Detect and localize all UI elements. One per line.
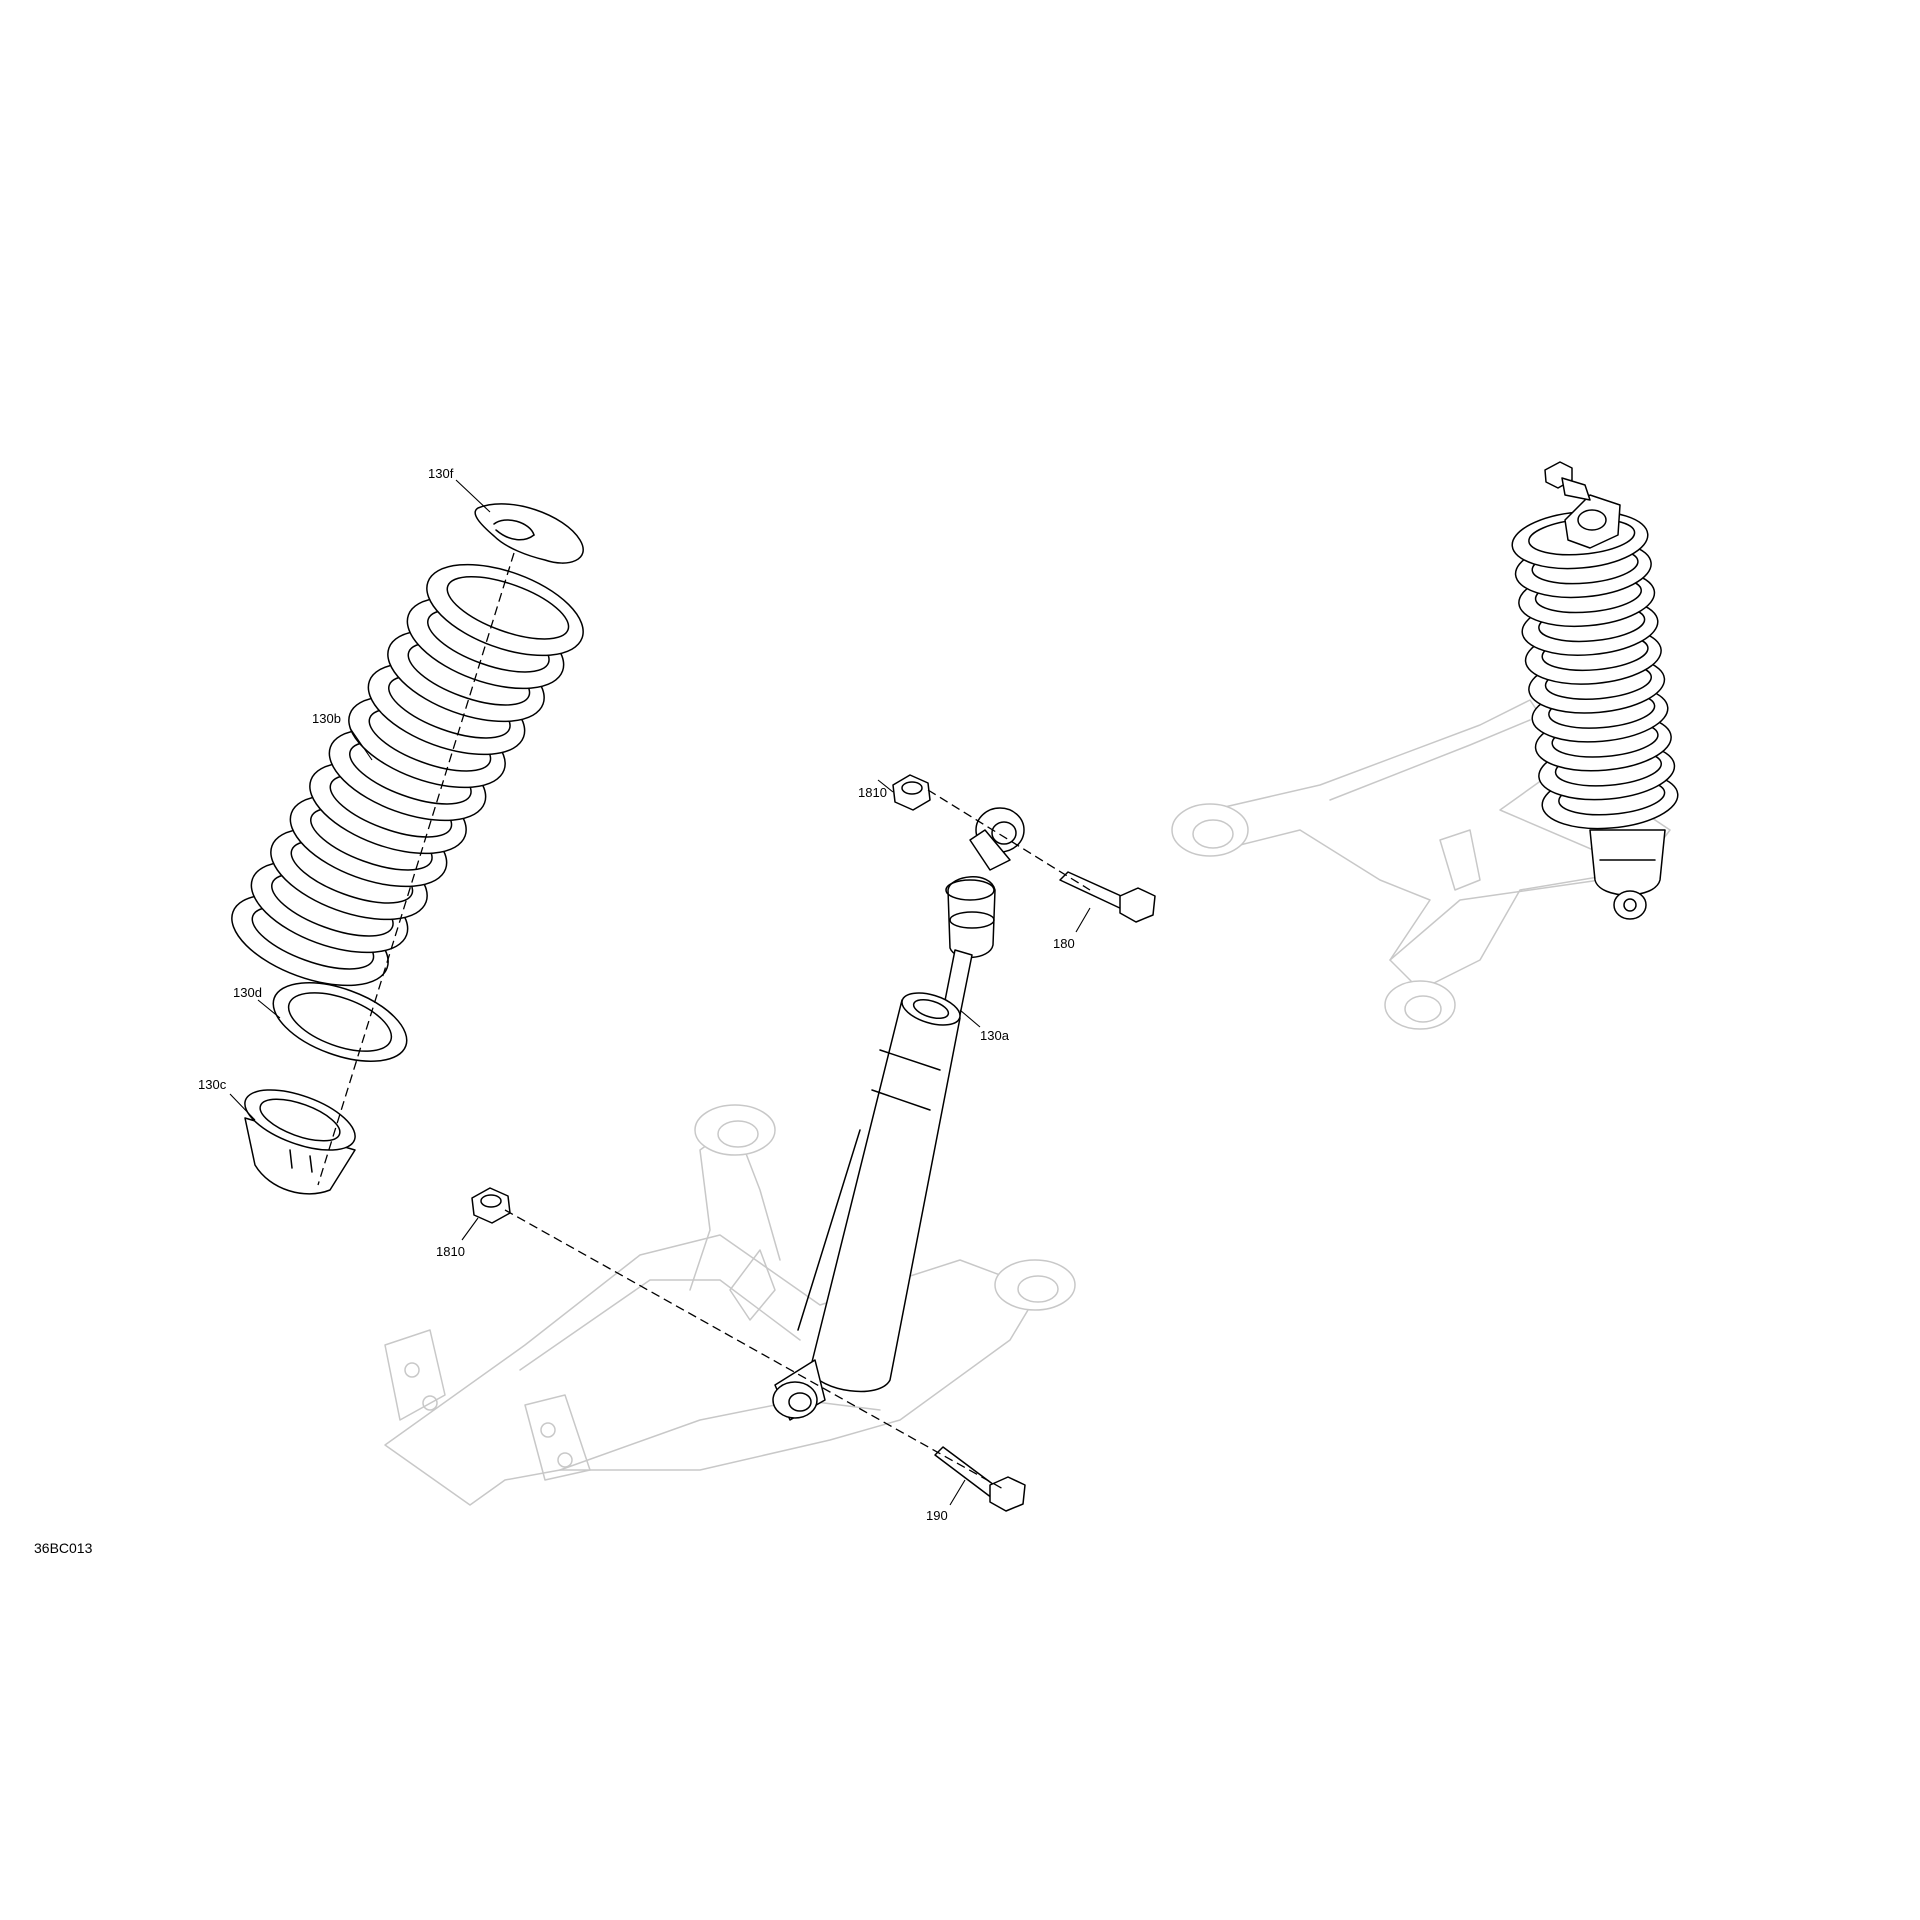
leader-lines (229, 479, 1091, 1506)
assembly-lines (317, 552, 1091, 1491)
spring-seat-ring-130d (272, 982, 408, 1062)
spring-coil-inner (446, 575, 570, 640)
lower-a-arm-ghost (384, 1104, 1076, 1506)
callout-180: 180 (1053, 936, 1075, 951)
nut-1810-top (892, 774, 931, 811)
callout-190: 190 (926, 1508, 948, 1523)
callout-130a: 130a (980, 1028, 1010, 1043)
callout-130f: 130f (428, 466, 454, 481)
callout-130b: 130b (312, 711, 341, 726)
coil-spring-130b (231, 563, 584, 987)
nut-1810-bottom (471, 1187, 511, 1224)
callout-130c: 130c (198, 1077, 227, 1092)
spring-collar-130c (244, 1089, 356, 1195)
drawing-reference: 36BC013 (34, 1540, 93, 1556)
bolt-180 (1059, 871, 1156, 923)
bolt-190 (934, 1446, 1026, 1512)
callout-1810-bottom: 1810 (436, 1244, 465, 1259)
callout-130d: 130d (233, 985, 262, 1000)
callout-1810-top: 1810 (858, 785, 887, 800)
shock-absorber-130a (772, 807, 1025, 1421)
callouts: 130f 130b 130d 130c 1810 180 130a 1810 1… (198, 466, 1075, 1523)
upper-spring-seat-130f (474, 503, 584, 564)
assembled-arm-ghost (1171, 699, 1671, 1030)
assembled-shock (1511, 461, 1679, 920)
spring-coil (426, 563, 584, 657)
